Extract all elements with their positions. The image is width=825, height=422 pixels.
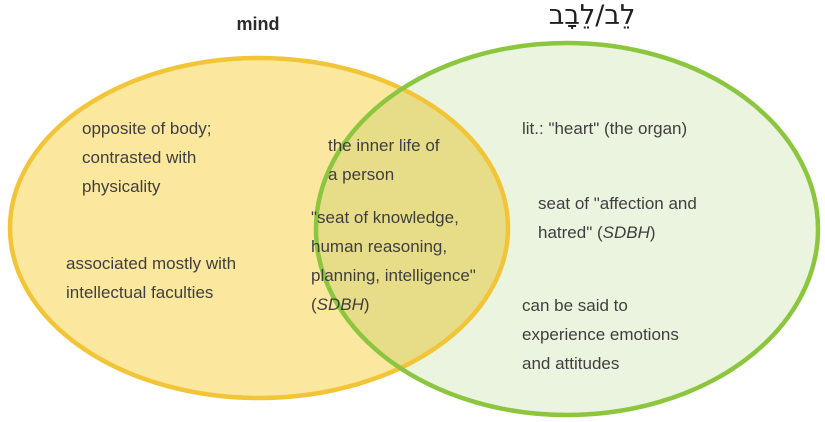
left-item-intellectual-faculties: associated mostly with intellectual facu… (66, 254, 237, 302)
right-circle-title-hebrew: לֵב/לֵבָב (548, 0, 636, 31)
sdbh-abbreviation: SDBH (602, 223, 650, 242)
right-item-experience-emotions: can be said to experience emotions and a… (522, 296, 679, 373)
right-item-seat-of-affection: seat of "affection and hatred" (SDBH) (538, 189, 697, 247)
lev-ellipse-border (313, 40, 821, 418)
overlap-item-inner-life: the inner life of a person (328, 136, 440, 184)
right-item-seat-of-affection-text: seat of "affection and hatred" ( (538, 194, 697, 242)
sdbh-abbreviation: SDBH (316, 295, 364, 314)
lev-ellipse-fill (316, 43, 818, 415)
overlap-item-seat-of-knowledge: "seat of knowledge, human reasoning, pla… (311, 203, 476, 319)
left-item-opposite-of-body: opposite of body; contrasted with physic… (82, 119, 212, 196)
overlap-item-seat-of-knowledge-text: "seat of knowledge, human reasoning, pla… (311, 208, 476, 314)
right-item-literal-heart: lit.: "heart" (the organ) (522, 119, 688, 138)
mind-ellipse-border (7, 55, 511, 401)
right-item-seat-of-affection-close: ) (649, 223, 656, 242)
overlap-item-seat-of-knowledge-close: ) (363, 295, 370, 314)
left-circle-title: mind (236, 14, 280, 34)
